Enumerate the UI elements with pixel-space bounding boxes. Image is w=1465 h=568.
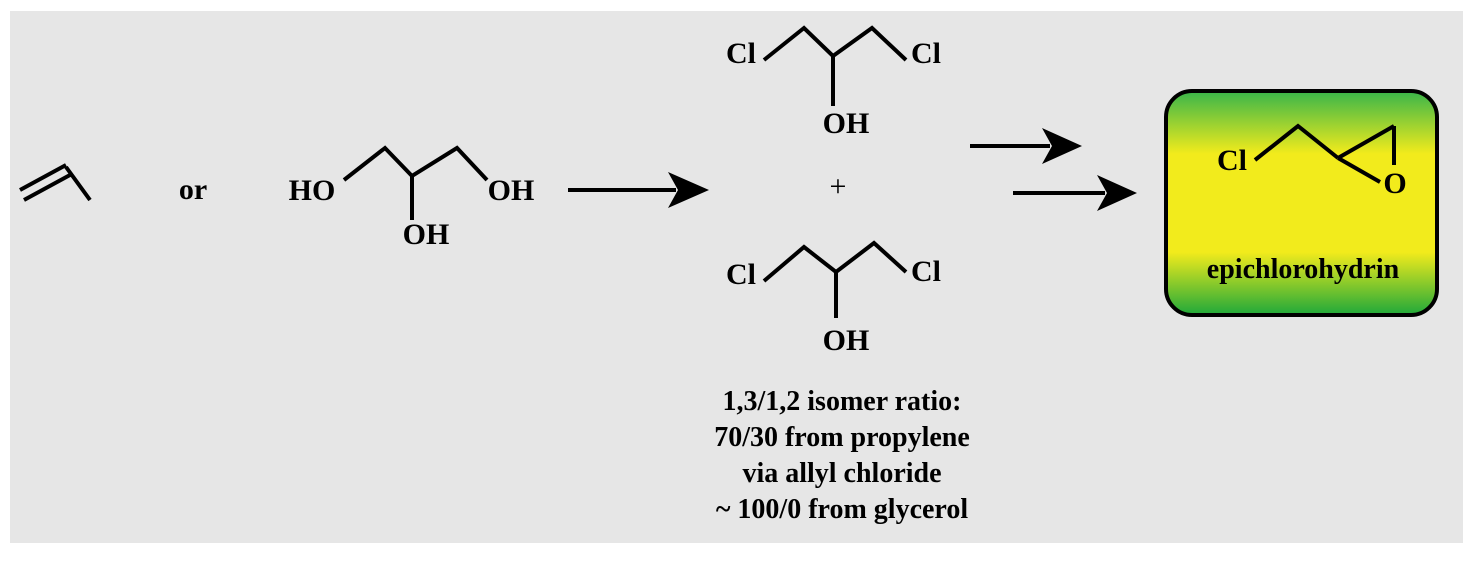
arrow-upper-head — [1042, 128, 1082, 164]
propylene-double-bond-b — [23, 173, 71, 202]
reaction-arrow-main — [568, 172, 709, 208]
note-line-4: ~ 100/0 from glycerol — [716, 494, 968, 525]
intermediate-1-2-isomer: Cl Cl OH — [726, 240, 941, 357]
propylene-structure — [19, 163, 92, 202]
glycerol-left-label: HO — [289, 174, 336, 207]
isomer13-left-label: Cl — [726, 37, 756, 70]
arrow-lower-head — [1097, 175, 1137, 211]
intermediate-1-3-isomer: Cl Cl OH — [726, 25, 941, 140]
propylene-single-bond — [64, 165, 92, 202]
plus-sign: + — [830, 170, 847, 203]
glycerol-structure: HO OH OH — [289, 145, 535, 251]
isomer-ratio-note: 1,3/1,2 isomer ratio: 70/30 from propyle… — [714, 386, 970, 525]
isomer12-left-label: Cl — [726, 258, 756, 291]
glycerol-right-label: OH — [488, 174, 535, 207]
connector-or: or — [179, 173, 207, 206]
glycerol-middle-label: OH — [403, 218, 450, 251]
reaction-arrow-lower — [1013, 175, 1137, 211]
epoxide-lower-bond — [1337, 156, 1381, 184]
isomer13-middle-label: OH — [823, 107, 870, 140]
isomer12-right-label: Cl — [911, 255, 941, 288]
product-name: epichlorohydrin — [1207, 254, 1400, 285]
arrow-main-head — [668, 172, 709, 208]
reaction-arrow-upper — [970, 128, 1082, 164]
note-line-2: 70/30 from propylene — [714, 422, 970, 453]
product-box: Cl O epichlorohydrin — [1164, 89, 1439, 317]
propylene-double-bond-a — [19, 163, 67, 192]
isomer13-right-label: Cl — [911, 37, 941, 70]
product-o-label: O — [1383, 167, 1406, 200]
product-chain-bonds — [1253, 123, 1340, 162]
epoxide-top-bond — [1337, 124, 1395, 160]
note-line-3: via allyl chloride — [742, 458, 941, 489]
product-box-frame — [1164, 89, 1439, 317]
product-cl-label: Cl — [1217, 144, 1247, 177]
note-line-1: 1,3/1,2 isomer ratio: — [723, 386, 962, 417]
isomer12-middle-label: OH — [823, 324, 870, 357]
